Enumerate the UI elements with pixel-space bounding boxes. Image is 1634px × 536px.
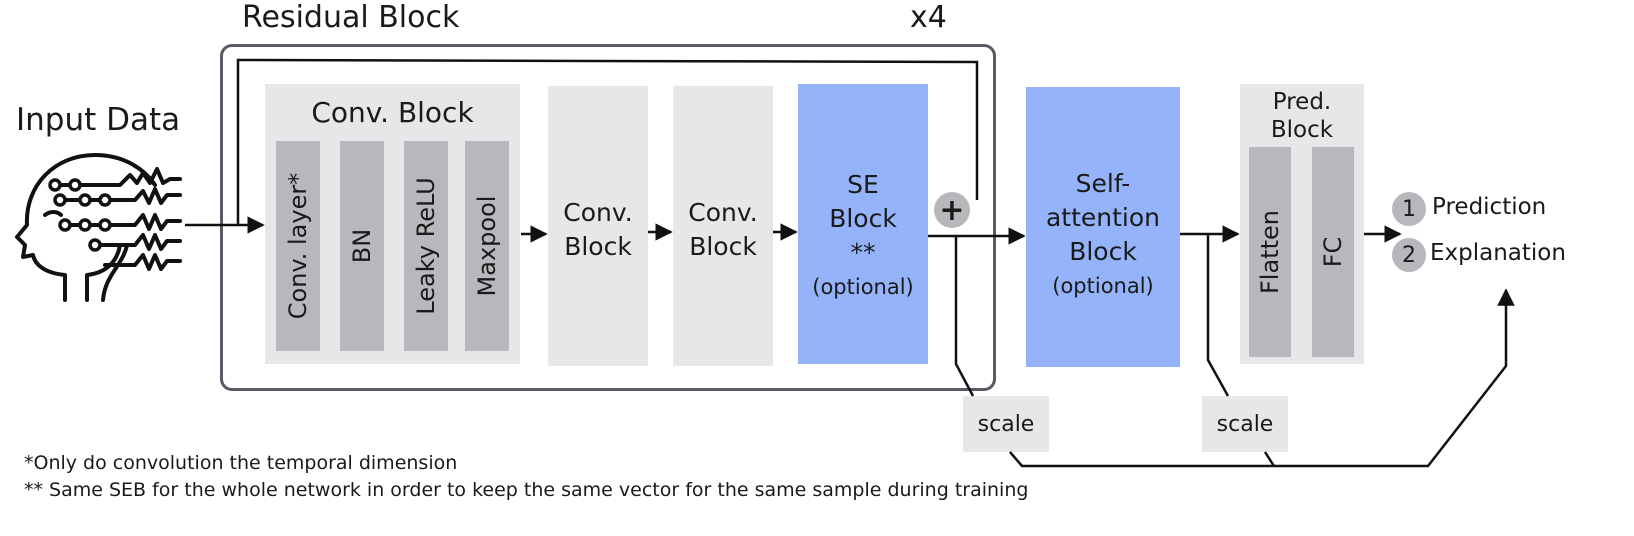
layer-conv: Conv. layer* <box>276 141 320 351</box>
se-block-line2: Block <box>829 204 897 233</box>
explanation-path <box>1009 288 1515 468</box>
se-block-line4: (optional) <box>812 275 914 299</box>
conv-block-title: Conv. Block <box>311 96 474 129</box>
add-icon: + <box>934 192 970 228</box>
output-1-number: 1 <box>1402 196 1416 222</box>
skip-connection <box>236 58 979 225</box>
se-block-line3: ** <box>850 238 876 267</box>
scale-box-1: scale <box>963 396 1049 452</box>
add-icon-glyph: + <box>939 192 965 228</box>
conv-block-2: Conv. Block <box>548 86 648 366</box>
output-2-badge: 2 <box>1392 238 1426 272</box>
pred-block-line2: Block <box>1270 117 1334 143</box>
layer-maxpool: Maxpool <box>465 141 509 351</box>
output-2-label: Explanation <box>1430 240 1566 266</box>
conv-block-3-line1: Conv. <box>688 198 758 227</box>
attention-line4: (optional) <box>1052 274 1154 298</box>
layer-leaky-relu: Leaky ReLU <box>404 141 448 351</box>
pred-block-line1: Pred. <box>1272 89 1332 115</box>
scale-2-link <box>1263 451 1276 467</box>
input-title: Input Data <box>16 102 181 138</box>
residual-block-frame <box>220 44 996 391</box>
residual-block-title: Residual Block <box>242 0 460 35</box>
pred-block-title: Pred. Block <box>1240 88 1364 144</box>
output-1-label: Prediction <box>1432 194 1547 220</box>
footnote-2: ** Same SEB for the whole network in ord… <box>24 479 1029 501</box>
se-block-line1: SE <box>847 170 879 199</box>
repeat-count: x4 <box>910 0 947 35</box>
brain-head-icon <box>15 153 182 302</box>
conv-block-3-line2: Block <box>689 232 757 261</box>
attention-line3: Block <box>1069 237 1137 266</box>
se-block: SE Block ** (optional) <box>798 84 928 364</box>
conv-block-2-line1: Conv. <box>563 198 633 227</box>
layer-bn: BN <box>340 141 384 351</box>
scale-path-1 <box>954 236 975 397</box>
attention-line1: Self- <box>1075 169 1131 198</box>
conv-block-2-line2: Block <box>564 232 632 261</box>
scale-box-2: scale <box>1202 396 1288 452</box>
scale-box-1-label: scale <box>977 411 1035 437</box>
layer-flatten: Flatten <box>1249 147 1291 357</box>
attention-line2: attention <box>1045 203 1161 232</box>
conv-block-3: Conv. Block <box>673 86 773 366</box>
scale-box-2-label: scale <box>1216 411 1274 437</box>
output-1-badge: 1 <box>1392 192 1426 226</box>
footnote-1: *Only do convolution the temporal dimens… <box>24 452 458 474</box>
scale-path-2 <box>1206 234 1230 397</box>
output-2-number: 2 <box>1402 242 1416 268</box>
layer-fc: FC <box>1312 147 1354 357</box>
self-attention-block: Self- attention Block (optional) <box>1026 87 1180 367</box>
